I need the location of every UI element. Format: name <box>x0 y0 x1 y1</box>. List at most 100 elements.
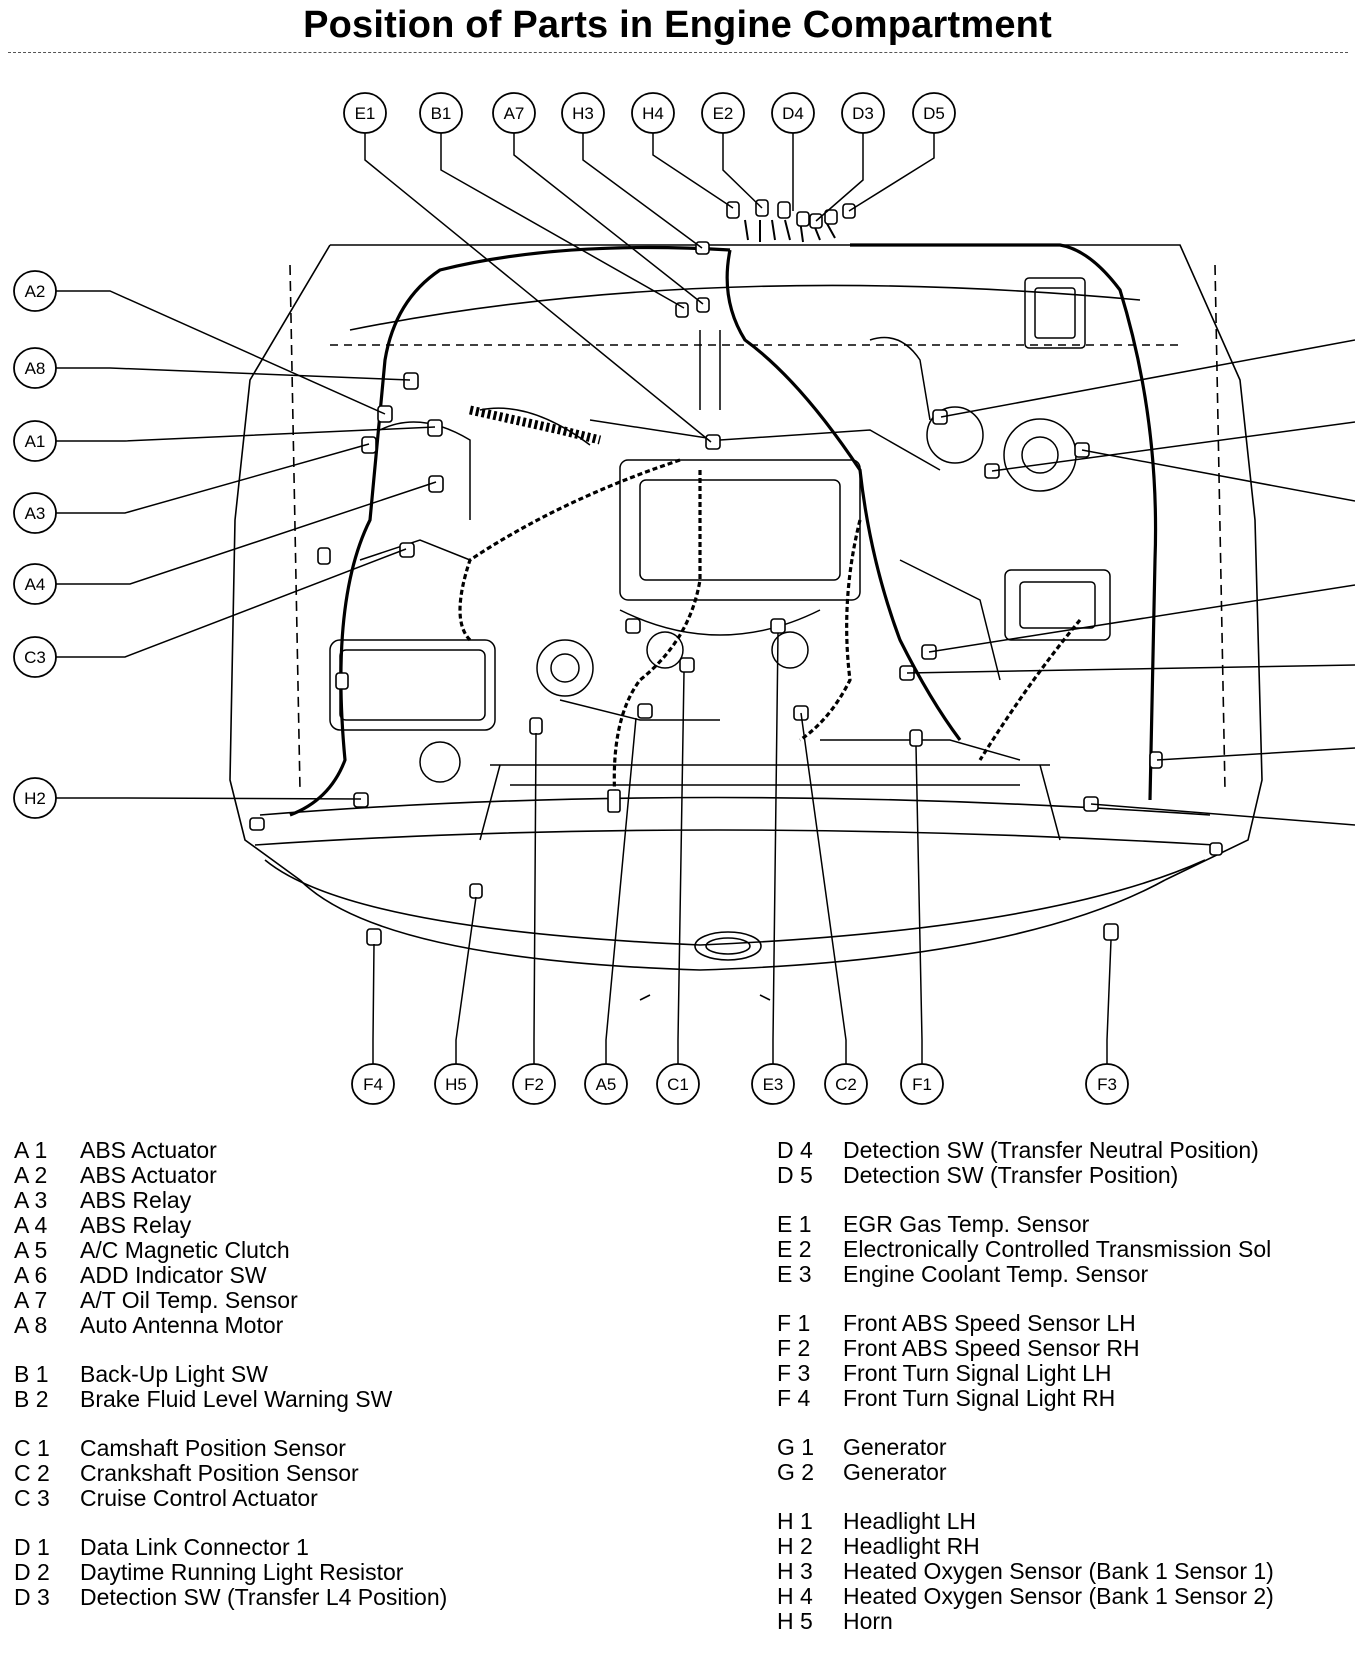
callout-bubble: F4 <box>351 1063 395 1105</box>
callout-bubble: H2 <box>13 777 57 819</box>
callout-circle <box>13 347 57 389</box>
callout-circle <box>13 420 57 462</box>
callout-circle <box>900 1063 944 1105</box>
legend-part-name: Detection SW (Transfer L4 Position) <box>80 1584 448 1610</box>
legend-part-name: A/C Magnetic Clutch <box>80 1237 290 1263</box>
callout-label: F4 <box>363 1075 383 1094</box>
legend-part-name: Engine Coolant Temp. Sensor <box>843 1261 1149 1287</box>
callout-circle <box>13 777 57 819</box>
legend-part-name: Electronically Controlled Transmission S… <box>843 1236 1272 1262</box>
legend-row: D 1 Data Link Connector 1 <box>14 1535 447 1560</box>
legend-part-name: ADD Indicator SW <box>80 1262 267 1288</box>
legend-code: A 5 <box>14 1237 48 1263</box>
wire-harness <box>289 219 1158 817</box>
legend-part-name: Auto Antenna Motor <box>80 1312 284 1338</box>
callout-bubble: H4 <box>631 92 675 134</box>
legend-part-name: ABS Relay <box>80 1187 192 1213</box>
legend-code: H 4 <box>777 1583 813 1609</box>
callout-bubble: A5 <box>584 1063 628 1105</box>
callout-bubble: D4 <box>771 92 815 134</box>
callout-circle <box>13 270 57 312</box>
callout-label: A2 <box>25 282 46 301</box>
callout-circle <box>824 1063 868 1105</box>
callout-label: H2 <box>24 789 46 808</box>
callout-bubble: D5 <box>912 92 956 134</box>
callout-bubble: A2 <box>13 270 57 312</box>
callout-circle <box>656 1063 700 1105</box>
legend-code: C 1 <box>14 1435 50 1461</box>
page-title: Position of Parts in Engine Compartment <box>303 4 1052 46</box>
callout-bubble: A1 <box>13 420 57 462</box>
callout-circle <box>631 92 675 134</box>
legend-code: C 3 <box>14 1485 50 1511</box>
legend-code: D 1 <box>14 1534 50 1560</box>
legend-code: H 3 <box>777 1558 813 1584</box>
title-rule <box>8 52 1348 53</box>
legend-part-name: Heated Oxygen Sensor (Bank 1 Sensor 1) <box>843 1558 1274 1584</box>
callout-label: F3 <box>1097 1075 1117 1094</box>
callout-label: A1 <box>25 432 46 451</box>
callout-bubble: A4 <box>13 563 57 605</box>
legend-part-name: Headlight LH <box>843 1508 976 1534</box>
callout-circle <box>751 1063 795 1105</box>
callout-label: D4 <box>782 104 804 123</box>
legend-code: A 8 <box>14 1312 48 1338</box>
callout-bubble: F2 <box>512 1063 556 1105</box>
callout-circle <box>13 563 57 605</box>
callout-label: H5 <box>445 1075 467 1094</box>
legend-code: F 4 <box>777 1385 811 1411</box>
callout-bubble: A8 <box>13 347 57 389</box>
legend-code: E 3 <box>777 1261 812 1287</box>
legend-part-name: Data Link Connector 1 <box>80 1534 309 1560</box>
legend-part-name: Back-Up Light SW <box>80 1361 268 1387</box>
callout-label: C3 <box>24 648 46 667</box>
callout-label: F1 <box>912 1075 932 1094</box>
legend-code: B 2 <box>14 1386 49 1412</box>
callout-bubble: C2 <box>824 1063 868 1105</box>
connectors <box>249 199 1223 946</box>
legend-row: A 8 Auto Antenna Motor <box>14 1313 447 1338</box>
legend-part-name: Front ABS Speed Sensor RH <box>843 1335 1140 1361</box>
legend-part-name: Generator <box>843 1434 947 1460</box>
legend-code: E 2 <box>777 1236 812 1262</box>
legend-code: D 5 <box>777 1162 813 1188</box>
callout-circle <box>419 92 463 134</box>
legend-code: A 3 <box>14 1187 48 1213</box>
callout-circle <box>841 92 885 134</box>
callout-bubble: A3 <box>13 492 57 534</box>
callout-bubble: E1 <box>343 92 387 134</box>
callout-label: C1 <box>667 1075 689 1094</box>
callout-bubble: H3 <box>561 92 605 134</box>
callout-circle <box>492 92 536 134</box>
legend-code: H 5 <box>777 1608 813 1634</box>
callout-label: E3 <box>763 1075 784 1094</box>
legend-part-name: Crankshaft Position Sensor <box>80 1460 359 1486</box>
callout-label: A5 <box>596 1075 617 1094</box>
legend-part-name: Front Turn Signal Light LH <box>843 1360 1112 1386</box>
legend-row: H 1 Headlight LH <box>777 1509 1274 1534</box>
legend-code: F 2 <box>777 1335 811 1361</box>
callout-label: A3 <box>25 504 46 523</box>
legend-code: F 1 <box>777 1310 811 1336</box>
legend-code: H 1 <box>777 1508 813 1534</box>
callout-label: B1 <box>431 104 452 123</box>
vehicle-body-outline <box>229 244 1263 1001</box>
legend-code: D 4 <box>777 1137 813 1163</box>
callout-circle <box>771 92 815 134</box>
callout-bubble: D3 <box>841 92 885 134</box>
callout-bubble: F3 <box>1085 1063 1129 1105</box>
callout-bubble: F1 <box>900 1063 944 1105</box>
